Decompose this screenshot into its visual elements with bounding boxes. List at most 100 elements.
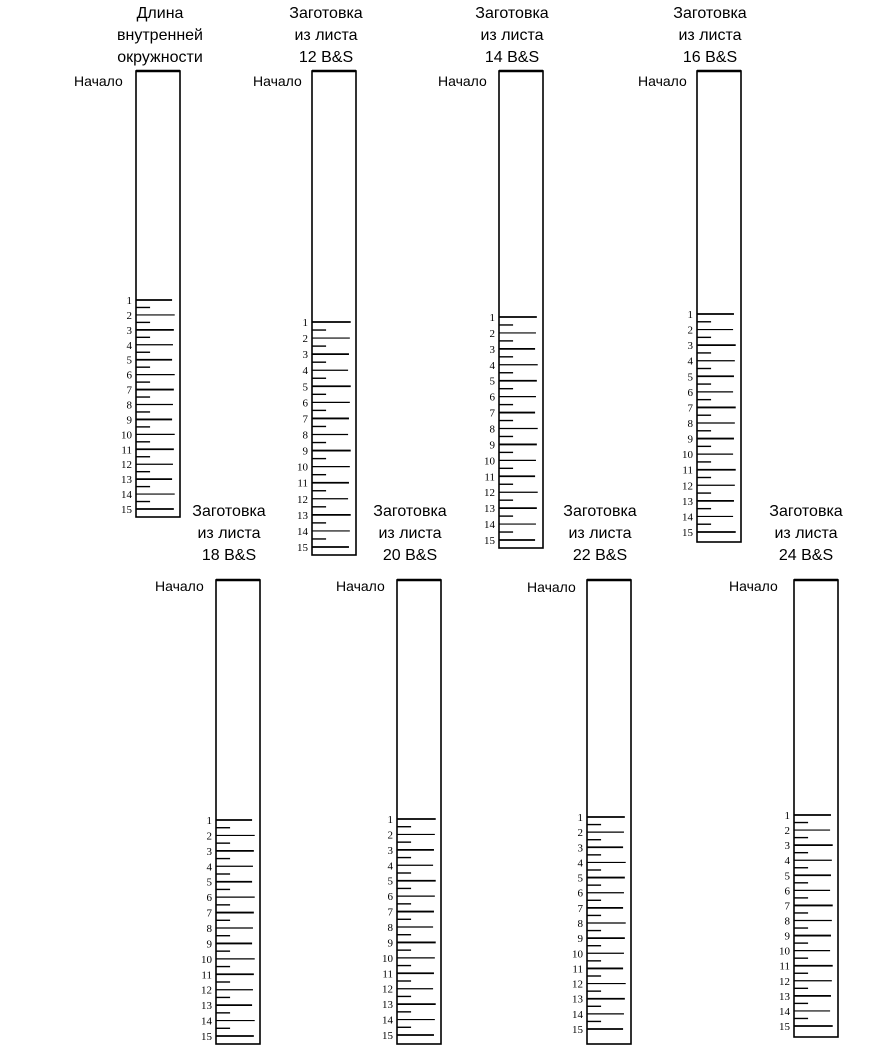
strip-title-line: 22 B&S (573, 547, 627, 564)
size-number: 8 (303, 430, 309, 442)
strip-title-line: окружности (117, 49, 203, 66)
size-number: 1 (490, 312, 496, 324)
size-number: 10 (779, 946, 791, 958)
size-number: 6 (688, 387, 694, 399)
size-number: 13 (297, 510, 309, 522)
strip-title-line: Заготовка (563, 503, 636, 520)
size-number: 11 (121, 444, 132, 456)
size-number: 7 (490, 408, 496, 420)
size-number: 11 (682, 465, 693, 477)
size-number: 2 (785, 825, 791, 837)
size-number: 4 (388, 860, 394, 872)
size-number: 7 (303, 413, 309, 425)
size-number: 13 (484, 503, 496, 515)
size-number: 9 (207, 938, 213, 950)
size-number: 14 (297, 526, 309, 538)
size-number: 3 (207, 846, 213, 858)
size-number: 10 (121, 429, 133, 441)
size-number: 1 (388, 814, 394, 826)
size-number: 13 (682, 496, 694, 508)
size-number: 1 (207, 815, 213, 827)
size-number: 8 (207, 923, 213, 935)
size-number: 7 (388, 907, 394, 919)
start-label: Начало (253, 73, 302, 89)
size-number: 13 (201, 1000, 213, 1012)
size-number: 12 (572, 979, 583, 991)
strip-outline (696, 70, 742, 543)
size-number: 5 (785, 870, 791, 882)
size-number: 4 (303, 365, 309, 377)
size-number: 1 (785, 810, 791, 822)
size-number: 8 (127, 400, 133, 412)
size-number: 1 (127, 295, 133, 307)
size-number: 4 (490, 360, 496, 372)
strip-title-line: из листа (480, 27, 543, 44)
size-number: 1 (578, 812, 584, 824)
strip-title-line: Заготовка (192, 503, 265, 520)
size-number: 11 (779, 961, 790, 973)
size-number: 6 (127, 370, 133, 382)
size-number: 14 (121, 489, 133, 501)
strip-title-line: 18 B&S (202, 547, 256, 564)
size-number: 3 (785, 840, 791, 852)
size-number: 12 (682, 480, 693, 492)
strip-outline (586, 579, 632, 1045)
size-number: 4 (207, 861, 213, 873)
size-number: 11 (484, 471, 495, 483)
size-number: 2 (207, 830, 213, 842)
strip-outline (396, 579, 442, 1045)
size-number: 15 (572, 1024, 584, 1036)
size-number: 15 (297, 542, 309, 554)
size-number: 8 (785, 916, 791, 928)
size-number: 12 (382, 984, 393, 996)
size-number: 1 (688, 309, 694, 321)
strip-inner: ДлинавнутреннейокружностиНачало123456789… (74, 5, 203, 518)
size-number: 13 (382, 999, 394, 1011)
size-number: 4 (785, 855, 791, 867)
size-number: 2 (127, 310, 133, 322)
strip-title-line: Заготовка (289, 5, 362, 22)
start-label: Начало (155, 578, 204, 594)
size-number: 15 (382, 1030, 394, 1042)
size-number: 14 (382, 1015, 394, 1027)
strip-title-line: Заготовка (769, 503, 842, 520)
size-number: 9 (303, 446, 309, 458)
size-number: 6 (490, 392, 496, 404)
size-number: 7 (578, 903, 584, 915)
size-number: 6 (785, 885, 791, 897)
size-number: 10 (682, 449, 694, 461)
start-label: Начало (638, 73, 687, 89)
size-number: 11 (572, 963, 583, 975)
size-number: 15 (779, 1021, 791, 1033)
size-number: 7 (688, 402, 694, 414)
size-number: 11 (201, 969, 212, 981)
size-number: 10 (201, 954, 213, 966)
size-number: 15 (484, 535, 496, 547)
size-number: 14 (572, 1009, 584, 1021)
size-number: 6 (388, 891, 394, 903)
size-number: 14 (779, 1006, 791, 1018)
size-number: 2 (388, 829, 394, 841)
size-number: 4 (578, 857, 584, 869)
size-number: 15 (682, 527, 694, 539)
start-label: Начало (336, 578, 385, 594)
size-number: 8 (688, 418, 694, 430)
start-label: Начало (74, 73, 123, 89)
strip-title-line: 24 B&S (779, 547, 833, 564)
strip-title-line: Заготовка (673, 5, 746, 22)
size-number: 2 (578, 827, 584, 839)
size-number: 13 (779, 991, 791, 1003)
strip-title-line: из листа (568, 525, 631, 542)
strip-title-line: 12 B&S (299, 49, 353, 66)
size-number: 9 (578, 933, 584, 945)
size-number: 9 (785, 931, 791, 943)
size-number: 3 (578, 842, 584, 854)
size-number: 6 (303, 397, 309, 409)
strip-title-line: 20 B&S (383, 547, 437, 564)
size-number: 3 (490, 344, 496, 356)
strip-title-line: из листа (294, 27, 357, 44)
size-number: 1 (303, 317, 309, 329)
